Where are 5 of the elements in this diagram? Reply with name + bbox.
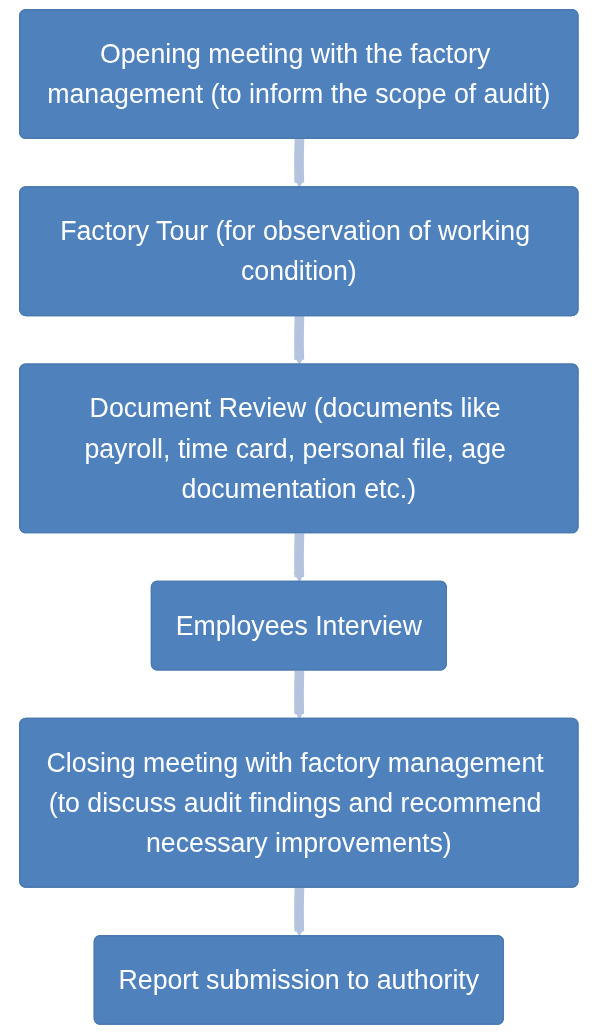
arrow [294, 138, 305, 188]
arrow [294, 532, 305, 583]
arrow [294, 886, 305, 937]
arrow [294, 669, 305, 720]
arrow [294, 315, 305, 366]
